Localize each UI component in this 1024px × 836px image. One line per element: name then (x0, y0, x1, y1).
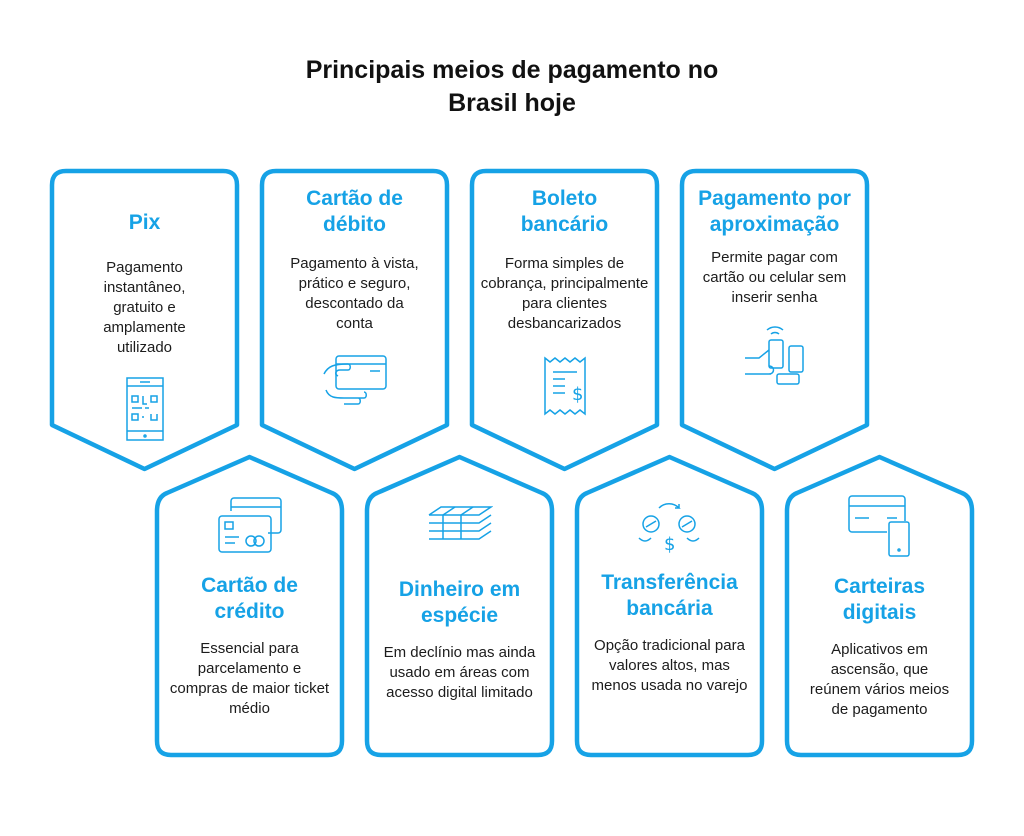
card-title: Dinheiro em espécie (398, 578, 521, 627)
card-dinheiro: Dinheiro em espécie Em declínio mas aind… (367, 505, 552, 703)
card-outline (364, 454, 555, 758)
card-debito: Cartão de débito Pagamento à vista, prát… (262, 186, 447, 406)
card-text: Em declínio mas ainda usado em áreas com… (383, 644, 536, 701)
qr-phone-icon (125, 377, 164, 441)
card-title: Pagamento por aproximação (698, 187, 851, 236)
card-outline (49, 168, 240, 472)
card-text: Forma simples de cobrança, principalment… (480, 255, 649, 332)
card-text: Aplicativos em ascensão, que reúnem vári… (809, 641, 950, 718)
card-pix: Pix Pagamento instantâneo, gratuito e am… (52, 210, 237, 442)
card-title: Cartão de débito (306, 187, 403, 236)
card-outline (679, 168, 870, 472)
card-title: Transferência bancária (601, 571, 738, 620)
card-carteiras: Carteiras digitais Aplicativos em ascens… (787, 494, 972, 720)
svg-text:$: $ (664, 534, 675, 554)
card-text: Permite pagar com cartão ou celular sem … (702, 249, 847, 306)
hand-card-icon (322, 355, 387, 405)
card-text: Opção tradicional para valores altos, ma… (591, 637, 748, 694)
card-credito: Cartão de crédito Essencial para parcela… (157, 495, 342, 719)
card-title: Pix (128, 211, 161, 234)
card-text: Essencial para parcelamento e compras de… (169, 640, 330, 717)
transfer-icon: $ (637, 503, 700, 554)
card-boleto: Boleto bancário Forma simples de cobranç… (472, 186, 657, 418)
card-text: Pagamento à vista, prático e seguro, des… (290, 255, 419, 332)
card-transferencia: $ Transferência bancária Opção tradicion… (577, 498, 762, 696)
page-title: Principais meios de pagamento no Brasil … (0, 54, 1024, 120)
card-outline (784, 454, 975, 758)
card-title: Carteiras digitais (833, 575, 926, 624)
cash-stack-icon (428, 506, 493, 540)
card-aproximacao: Pagamento por aproximação Permite pagar … (682, 186, 867, 388)
card-outline (574, 454, 765, 758)
card-text: Pagamento instantâneo, gratuito e amplam… (103, 259, 186, 356)
credit-cards-icon (217, 497, 282, 553)
card-outline (154, 454, 345, 758)
card-title: Boleto bancário (520, 187, 609, 236)
card-outline (469, 168, 660, 472)
card-title: Cartão de crédito (201, 574, 298, 623)
receipt-icon: $ (543, 356, 586, 416)
contactless-icon (744, 326, 804, 385)
title-line-2: Brasil hoje (448, 89, 576, 117)
title-line-1: Principais meios de pagamento no (305, 56, 719, 84)
card-outline (259, 168, 450, 472)
svg-text:$: $ (572, 384, 583, 405)
wallet-app-icon (847, 495, 910, 557)
